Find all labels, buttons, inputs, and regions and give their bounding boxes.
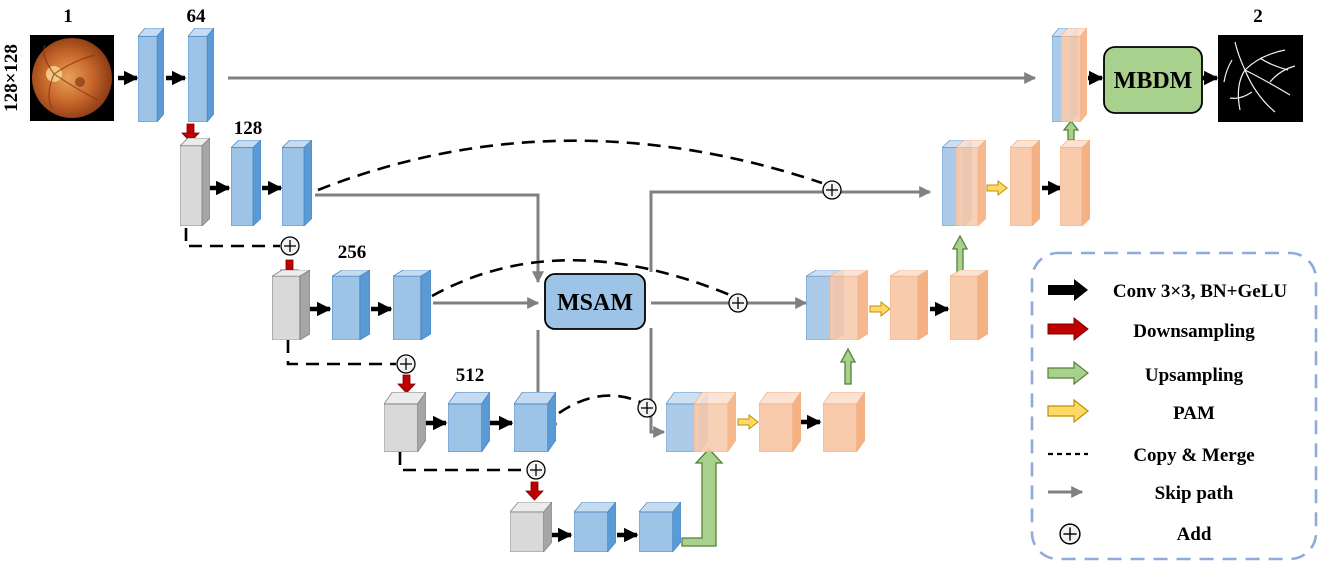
legend-pam-label: PAM xyxy=(1173,403,1215,424)
feature-map-enc3b xyxy=(393,270,431,340)
feature-map-dec2b xyxy=(1060,140,1090,226)
input-image xyxy=(30,35,114,121)
output-channel-label: 2 xyxy=(1253,6,1263,27)
decoder xyxy=(666,28,1090,452)
pam-arrows xyxy=(737,179,1008,431)
legend-down-label: Downsampling xyxy=(1133,321,1255,342)
legend-box xyxy=(1030,251,1318,561)
legend-copy-label: Copy & Merge xyxy=(1133,445,1254,466)
feature-map-down3 xyxy=(384,392,426,452)
input-size-label: 128×128 xyxy=(1,44,22,112)
output-image xyxy=(1218,35,1303,122)
feature-map-dec2a xyxy=(1010,140,1040,226)
green-arrow-icon xyxy=(1047,360,1089,386)
legend-up-label: Upsampling xyxy=(1145,365,1244,386)
legend-pam: PAM xyxy=(1047,398,1215,424)
feature-map-enc4a xyxy=(448,392,490,452)
legend-add: Add xyxy=(1059,523,1212,545)
feature-map-down1 xyxy=(180,138,210,226)
msam-module: MSAM xyxy=(544,273,646,330)
yellow-arrow-icon xyxy=(1047,398,1089,424)
feature-map-enc2a xyxy=(231,140,261,226)
feature-map-bottleneck-b xyxy=(639,502,681,552)
red-arrow-icon xyxy=(1047,316,1089,342)
feature-map-enc1a xyxy=(138,28,164,122)
black-arrow-icon xyxy=(1048,279,1088,301)
feature-map-enc1b xyxy=(188,28,214,122)
feature-map-dec3b xyxy=(950,270,988,340)
legend-down: Downsampling xyxy=(1047,316,1255,342)
upsample-arrows xyxy=(681,119,1080,547)
add-icon xyxy=(280,236,300,256)
add-icon xyxy=(1059,523,1081,545)
input-channel-label: 1 xyxy=(63,6,73,27)
channel-label-512: 512 xyxy=(456,365,485,386)
legend-copy: Copy & Merge xyxy=(1048,445,1255,466)
feature-map-dec4b xyxy=(823,392,865,452)
channel-labels: 1 64 128 256 512 2 128×128 xyxy=(1,6,1263,386)
add-icon xyxy=(526,460,546,480)
legend: Conv 3×3, BN+GeLU Downsampling Upsamplin… xyxy=(1030,251,1318,561)
feature-map-dec1-up xyxy=(1061,28,1087,122)
legend-up: Upsampling xyxy=(1047,360,1244,386)
add-icon xyxy=(637,398,657,418)
legend-conv-label: Conv 3×3, BN+GeLU xyxy=(1113,281,1287,302)
feature-map-enc4b xyxy=(514,392,556,452)
channel-label-64: 64 xyxy=(187,6,207,27)
feature-map-dec3a xyxy=(890,270,928,340)
add-icon xyxy=(822,180,842,200)
feature-map-enc2b xyxy=(282,140,312,226)
feature-map-dec4-up xyxy=(694,392,736,452)
mbdm-module: MBDM xyxy=(1103,46,1203,114)
legend-conv: Conv 3×3, BN+GeLU xyxy=(1048,279,1287,302)
legend-skip: Skip path xyxy=(1048,483,1234,504)
mbdm-label: MBDM xyxy=(1114,68,1193,94)
add-icon xyxy=(728,293,748,313)
add-icon xyxy=(396,354,416,374)
feature-map-enc3a xyxy=(332,270,370,340)
feature-map-dec4a xyxy=(759,392,801,452)
channel-label-128: 128 xyxy=(234,118,263,139)
copy-merge-paths xyxy=(184,139,823,472)
feature-map-down4 xyxy=(510,502,552,552)
channel-label-256: 256 xyxy=(338,242,367,263)
feature-map-down2 xyxy=(272,270,310,340)
feature-map-bottleneck-a xyxy=(574,502,616,552)
legend-skip-label: Skip path xyxy=(1155,483,1234,504)
conv-arrows xyxy=(118,70,1219,543)
legend-add-label: Add xyxy=(1177,524,1212,545)
msam-label: MSAM xyxy=(557,290,633,316)
feature-map-dec2-up xyxy=(956,140,986,226)
feature-map-dec3-up xyxy=(830,270,868,340)
